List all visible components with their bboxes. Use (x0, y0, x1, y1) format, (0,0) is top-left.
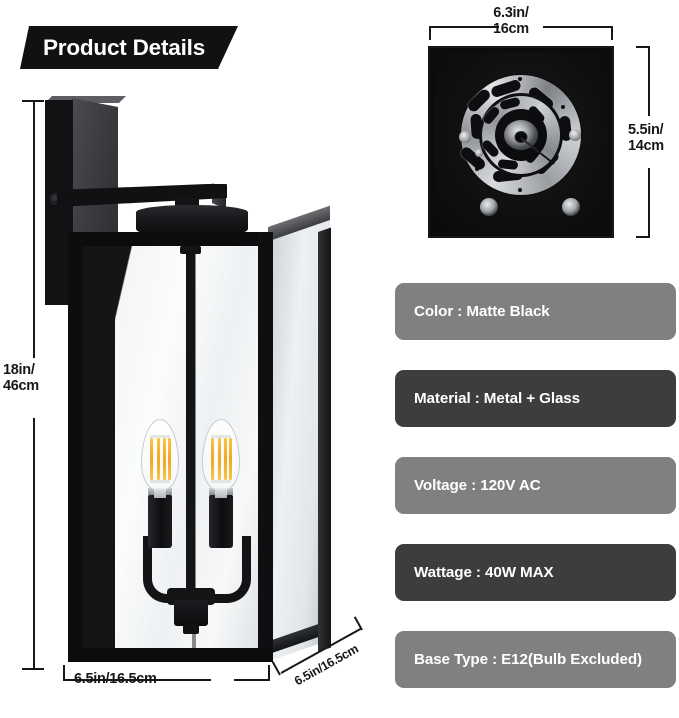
width-dimension-line-left (63, 679, 211, 681)
filament (168, 438, 171, 480)
ring-screw-small (475, 148, 483, 157)
spec-card-list: Color : Matte Black Material : Metal + G… (395, 283, 676, 718)
filament (163, 438, 166, 480)
spec-card-label: Voltage : 120V AC (414, 477, 541, 494)
center-stem (186, 250, 195, 595)
page-title: Product Details (42, 34, 206, 60)
ring-hole (518, 187, 522, 192)
width-dimension-label: 6.5in/16.5cm (74, 671, 157, 687)
spec-card-voltage[interactable]: Voltage : 120V AC (395, 457, 676, 514)
filament-bridge-bottom (211, 480, 231, 483)
height-dimension-line-upper (33, 100, 35, 358)
plate-height-tick-top (636, 46, 650, 48)
ring-hole (475, 166, 479, 171)
filament (229, 438, 232, 480)
mounting-plate-photo (428, 46, 614, 238)
plate-width-line-right (543, 26, 613, 28)
lantern-front-glass-shadow (83, 246, 115, 648)
socket-hub-finial (183, 624, 199, 634)
plate-screw-left (480, 198, 498, 216)
plate-screw-right (562, 198, 580, 216)
filament (211, 438, 214, 480)
lantern-top-rail (68, 232, 273, 246)
spec-card-material[interactable]: Material : Metal + Glass (395, 370, 676, 427)
bulb-neck-left (154, 489, 166, 498)
socket-arm-right (196, 536, 251, 603)
mounting-plate-background (434, 52, 608, 232)
spec-card-label: Color : Matte Black (414, 303, 550, 320)
spec-card-label: Wattage : 40W MAX (414, 564, 554, 581)
ring-hole (561, 104, 565, 109)
width-dimension-tick-left (63, 665, 65, 680)
ring-slot (497, 158, 519, 170)
spec-card-wattage[interactable]: Wattage : 40W MAX (395, 544, 676, 601)
spec-card-label: Material : Metal + Glass (414, 390, 580, 407)
spec-card-base-type[interactable]: Base Type : E12(Bulb Excluded) (395, 631, 676, 688)
filament-bridge-top (150, 435, 170, 438)
height-dimension-label: 18in/ 46cm (3, 362, 39, 395)
mounting-ring-outer (458, 74, 581, 195)
filament (218, 438, 221, 480)
socket-hub-body (174, 600, 208, 626)
bulb-neck-right (215, 489, 227, 498)
width-dimension-line-right (234, 679, 270, 681)
spec-card-color[interactable]: Color : Matte Black (395, 283, 676, 340)
plate-height-line-upper (648, 46, 650, 116)
lantern-left-post (68, 232, 83, 662)
filament (224, 438, 227, 480)
bulb-socket-left (148, 494, 172, 548)
bulb-socket-right (209, 494, 233, 548)
height-dimension-tick-top (22, 100, 44, 102)
width-dimension-tick-right (268, 665, 270, 680)
plate-height-label: 5.5in/ 14cm (628, 122, 664, 155)
product-illustration (45, 96, 331, 662)
ring-hole (518, 76, 522, 81)
led-filament-bulb-right (202, 419, 240, 498)
filament-bridge-bottom (150, 480, 170, 483)
filament-group-right (211, 435, 232, 483)
plate-height-tick-bottom (636, 236, 650, 238)
filament-bridge-top (211, 435, 231, 438)
filament (157, 438, 160, 480)
height-dimension-line-lower (33, 418, 35, 670)
page-title-banner: Product Details (20, 26, 238, 69)
ring-screw-right (569, 128, 581, 141)
lantern-side-post (318, 227, 331, 652)
plate-width-line-left (429, 26, 499, 28)
plate-width-tick-left (429, 26, 431, 40)
ring-screw-left (459, 130, 471, 143)
lantern-right-post (258, 232, 273, 662)
led-filament-bulb-left (141, 419, 179, 498)
plate-width-tick-right (611, 26, 613, 40)
lantern-bottom-rail (68, 648, 273, 662)
plate-height-line-lower (648, 168, 650, 238)
filament (150, 438, 153, 480)
filament-group-left (150, 435, 171, 483)
plate-width-label: 6.3in/ 16cm (493, 5, 529, 38)
height-dimension-tick-bottom (22, 668, 44, 670)
spec-card-label: Base Type : E12(Bulb Excluded) (414, 651, 642, 668)
